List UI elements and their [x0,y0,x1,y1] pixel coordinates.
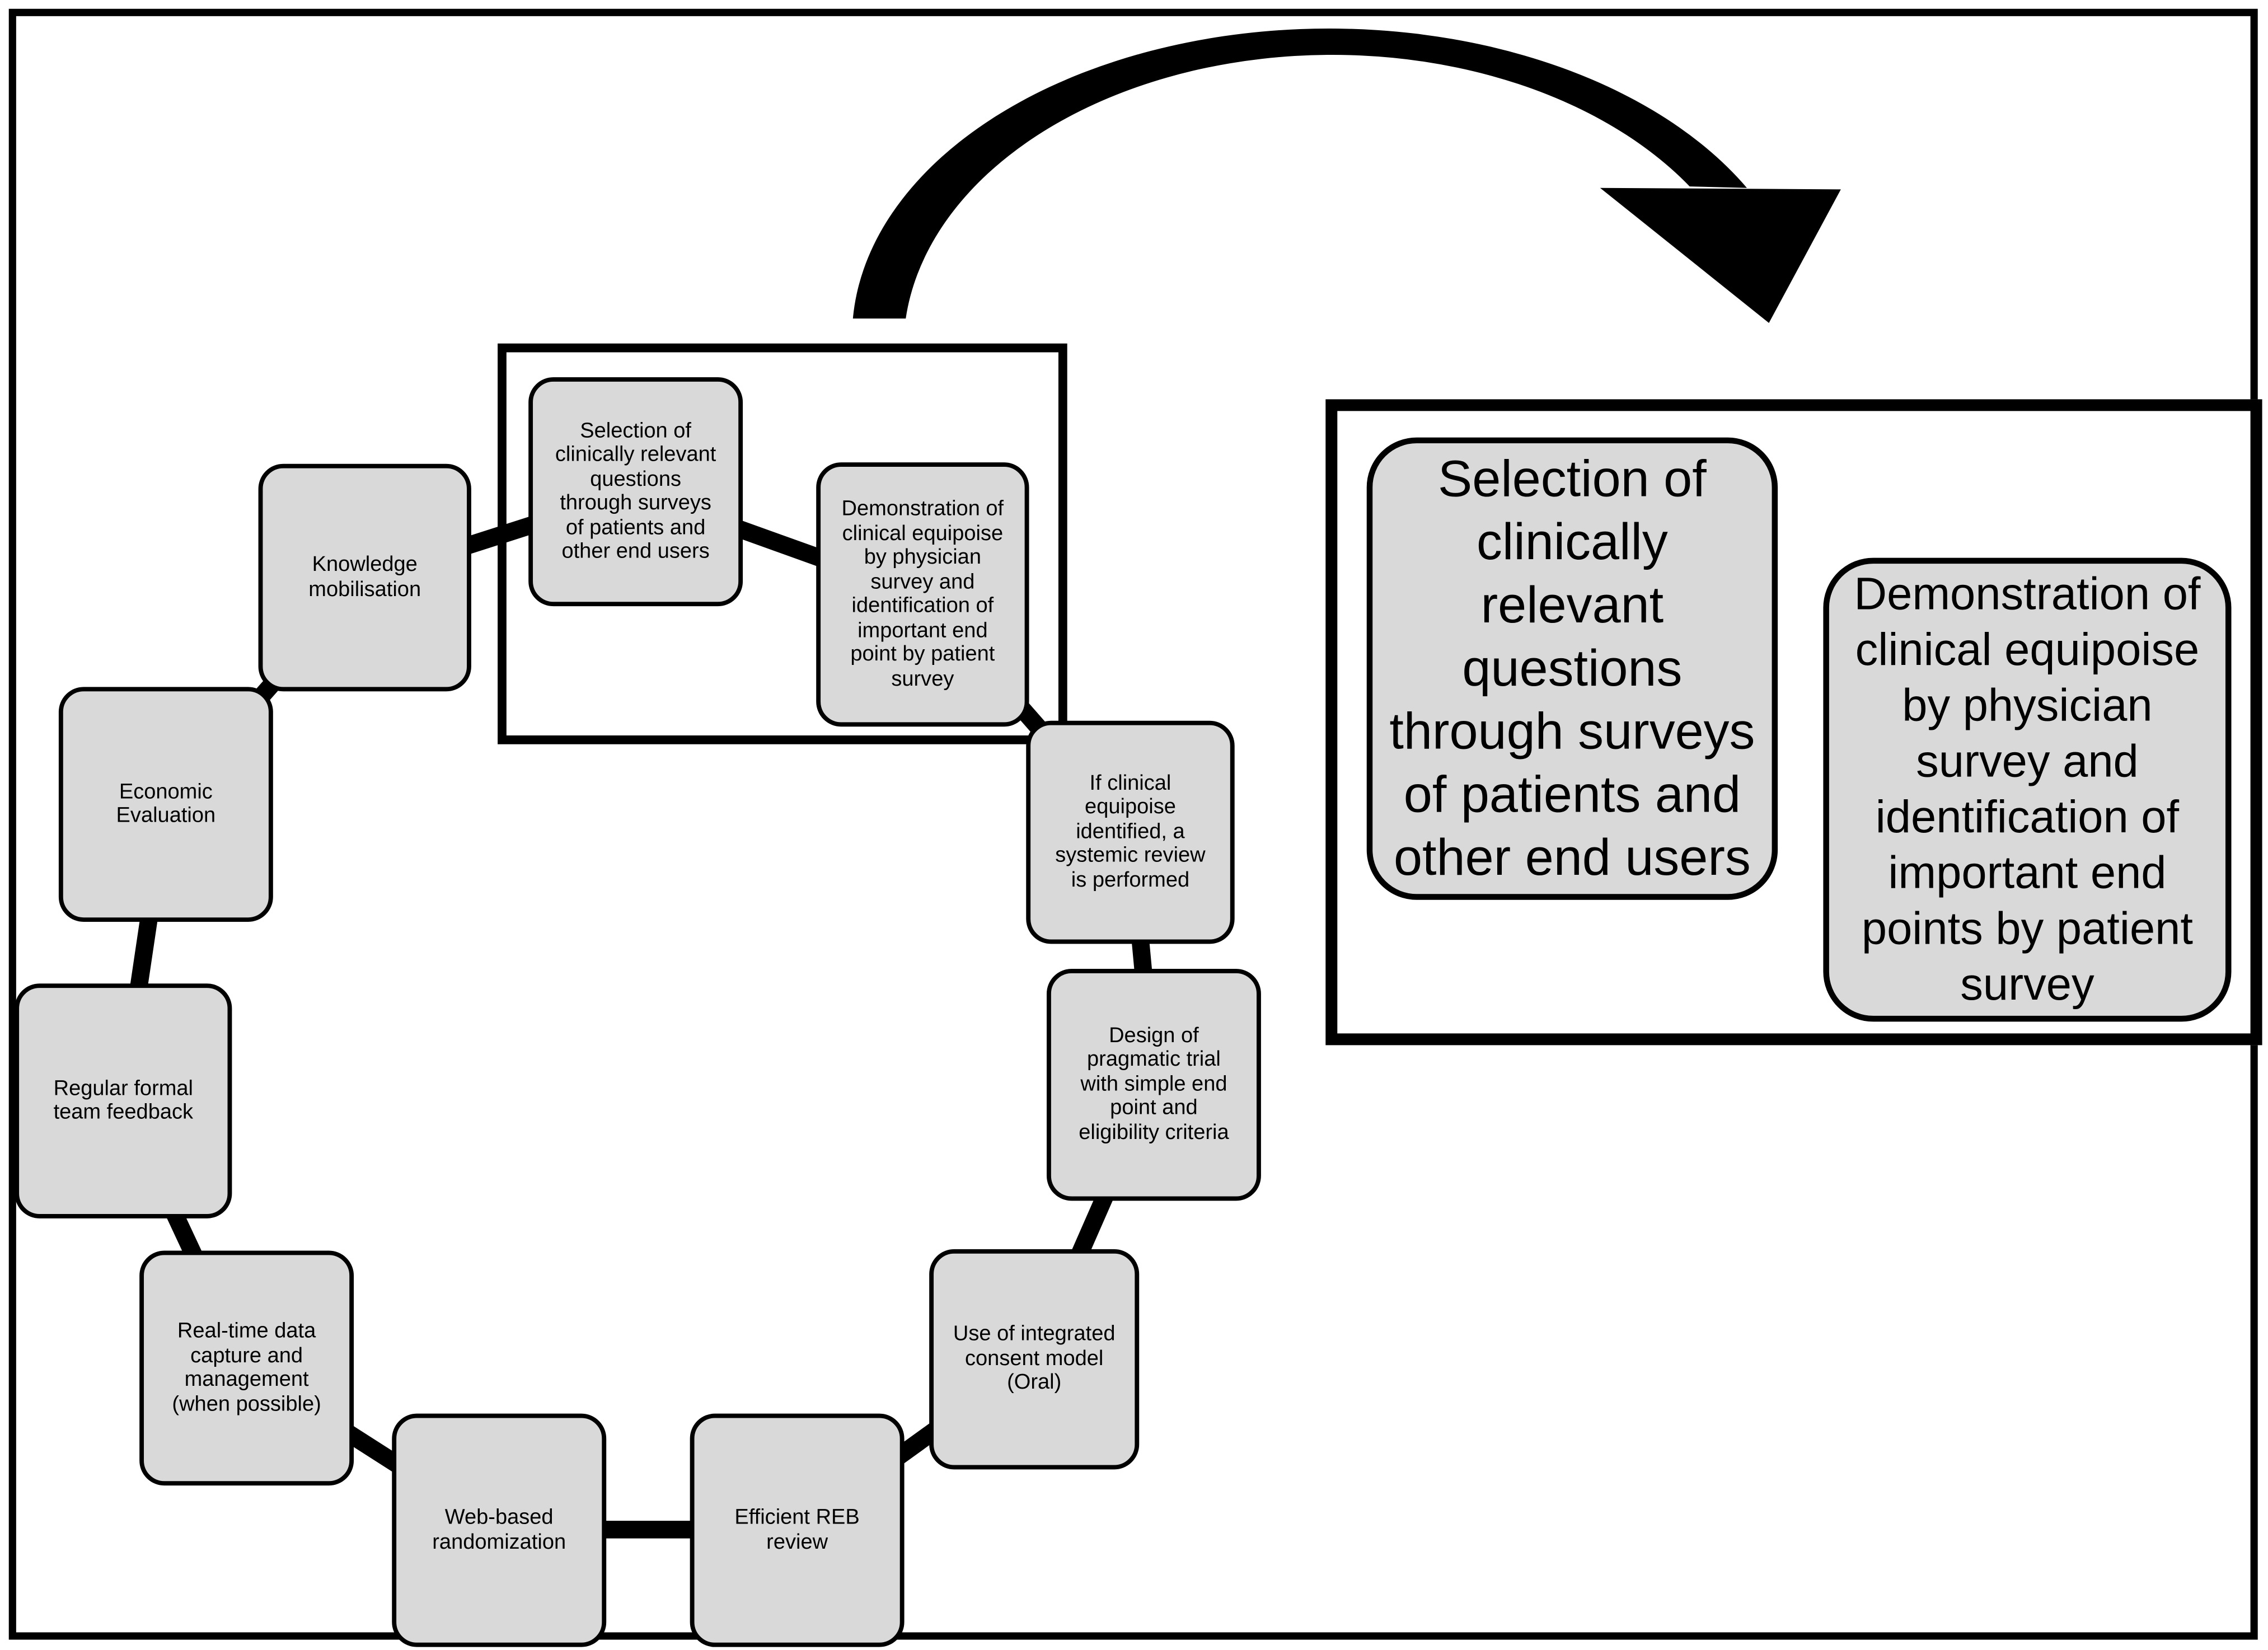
text-line: relevant [1480,576,1664,635]
text-line: survey and [1916,735,2139,787]
text-line: If clinical [1089,771,1172,795]
text-line: Regular formal [53,1076,194,1100]
text-line: team feedback [53,1101,194,1124]
highlight-rectangle [498,343,1067,744]
text-line: identification of [1875,791,2180,843]
text-line: (when possible) [172,1392,321,1416]
text-line: clinical equipoise [1855,624,2200,676]
text-line: identified, a [1076,820,1185,844]
zoom-arrow-icon [852,28,1841,323]
text-line: capture and [190,1344,303,1368]
text-line: systemic review [1055,844,1206,868]
zoom-arrow-head [1600,187,1841,323]
text-line: Use of integrated [953,1323,1116,1347]
text-line: pragmatic trial [1087,1048,1221,1072]
text-line: survey [891,667,954,691]
text-line: Design of [1109,1024,1199,1048]
text-line: point and [1110,1096,1198,1121]
text-line: Real-time data [177,1319,316,1343]
text-line: clinically relevant [555,443,716,467]
text-line: questions [590,467,682,491]
text-line: Knowledge [312,553,418,577]
text-line: with simple end [1080,1072,1227,1096]
text-line: important end [1888,847,2167,899]
text-line: of patients and [565,515,706,540]
text-line: through surveys [560,491,711,515]
text-line: Evaluation [116,804,216,828]
text-line: is performed [1071,868,1190,892]
text-line: Demonstration of [1854,568,2201,620]
text-line: eligibility criteria [1079,1121,1229,1145]
text-line: survey [1960,958,2094,1010]
text-line: Demonstration of [841,498,1004,522]
text-line: points by patient [1861,902,2193,954]
text-line: other end users [561,540,710,564]
text-line: management [184,1368,309,1392]
text-line: by physician [864,546,981,570]
text-line: other end users [1393,829,1751,887]
text-line: clinical equipoise [842,522,1004,546]
text-line: mobilisation [308,578,421,601]
text-line: point by patient [850,643,995,667]
text-line: review [766,1530,828,1554]
text-line: Efficient REB [734,1506,860,1530]
text-line: consent model [965,1347,1104,1371]
text-line: of patients and [1403,766,1741,824]
text-line: survey and [870,570,975,594]
text-line: Selection of [580,419,692,443]
text-line: Web-based [444,1506,554,1530]
text-line: through surveys [1389,703,1755,761]
text-line: clinically [1477,513,1668,571]
text-line: randomization [432,1530,566,1554]
text-line: questions [1462,640,1683,697]
text-line: identification of [851,594,994,618]
text-line: (Oral) [1007,1371,1062,1395]
text-line: equipoise [1085,796,1176,820]
zoom-arrow-arc [852,28,1747,319]
text-line: by physician [1902,679,2153,732]
text-line: important end [857,618,988,643]
text-line: Selection of [1438,451,1707,508]
text-line: Economic [119,780,213,804]
